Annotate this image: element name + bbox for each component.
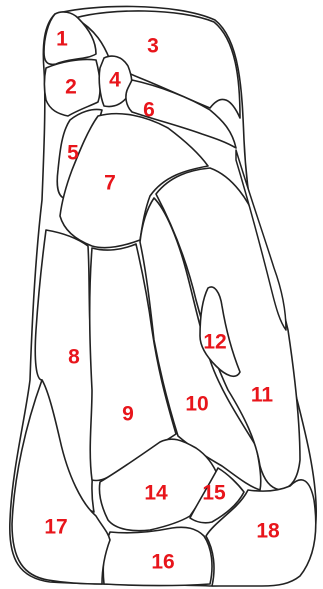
region-label-14: 14 [144, 482, 168, 505]
region-label-9: 9 [122, 403, 134, 426]
region-label-4: 4 [109, 69, 121, 92]
region-label-16: 16 [151, 551, 174, 574]
region-label-2: 2 [65, 76, 77, 99]
region-label-1: 1 [56, 28, 68, 51]
region-label-8: 8 [68, 346, 80, 369]
region-label-18: 18 [256, 520, 280, 543]
region-label-5: 5 [67, 142, 79, 165]
region-label-3: 3 [147, 35, 159, 58]
region-label-6: 6 [143, 99, 155, 122]
region-label-15: 15 [202, 482, 226, 505]
region-label-12: 12 [203, 331, 226, 354]
region-label-7: 7 [104, 172, 116, 195]
region-label-17: 17 [44, 516, 67, 539]
region-label-11: 11 [251, 384, 274, 407]
region-label-10: 10 [185, 393, 208, 416]
